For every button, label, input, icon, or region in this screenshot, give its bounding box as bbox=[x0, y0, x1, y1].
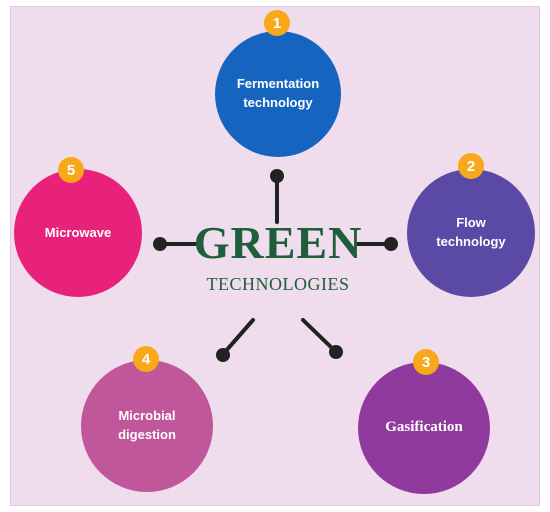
node-label: Flow technology bbox=[436, 215, 506, 249]
number-badge-1: 1 bbox=[264, 10, 290, 36]
connector-dot-left bbox=[153, 237, 167, 251]
node-gasification: Gasification bbox=[358, 362, 490, 494]
center-title: GREEN bbox=[193, 217, 363, 268]
number-badge-3: 3 bbox=[413, 349, 439, 375]
number-badge-4: 4 bbox=[133, 346, 159, 372]
node-fermentation-technology: Fermentation technology bbox=[215, 31, 341, 157]
connector-dot-lower-right bbox=[329, 345, 343, 359]
node-microbial-digestion: Microbial digestion bbox=[81, 360, 213, 492]
connector-lower-left bbox=[223, 318, 255, 354]
number-badge-5: 5 bbox=[58, 157, 84, 183]
node-label: Fermentation technology bbox=[236, 76, 320, 110]
connector-dot-lower-left bbox=[216, 348, 230, 362]
connector-lower-right bbox=[301, 318, 336, 352]
connector-dot-right bbox=[384, 237, 398, 251]
number-badge-2: 2 bbox=[458, 153, 484, 179]
node-label: Microbial digestion bbox=[118, 408, 176, 442]
node-label: Microwave bbox=[44, 224, 112, 240]
node-microwave: Microwave bbox=[14, 169, 142, 297]
node-label: Gasification bbox=[385, 419, 463, 436]
center-subtitle: TECHNOLOGIES bbox=[206, 274, 350, 294]
connector-dot-top bbox=[270, 169, 284, 183]
node-flow-technology: Flow technology bbox=[407, 169, 535, 297]
